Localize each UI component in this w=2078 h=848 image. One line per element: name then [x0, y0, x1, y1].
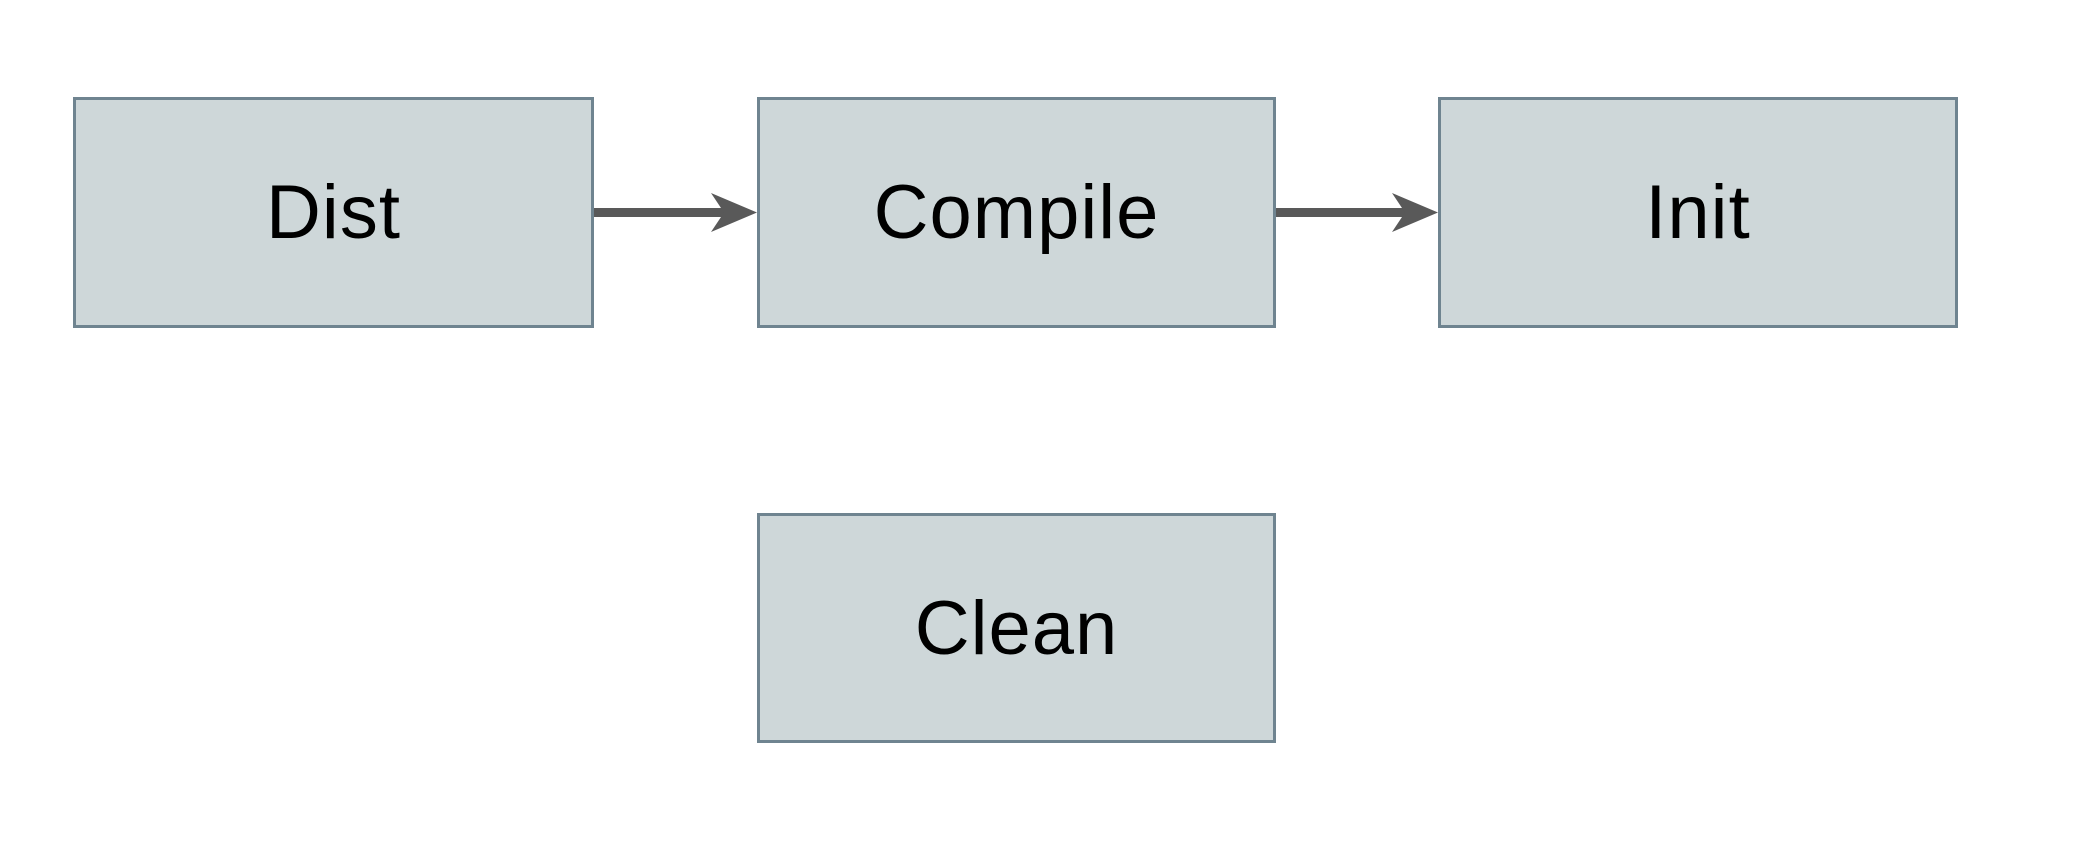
- connector-compile-init: [1276, 183, 1438, 243]
- node-clean: Clean: [757, 513, 1276, 743]
- node-init-label: Init: [1645, 170, 1751, 255]
- connector-dist-compile: [594, 183, 757, 243]
- node-compile: Compile: [757, 97, 1276, 328]
- arrow-right-icon: [594, 193, 757, 232]
- node-dist: Dist: [73, 97, 594, 328]
- arrow-right-icon: [1276, 193, 1438, 232]
- node-clean-label: Clean: [914, 585, 1119, 671]
- node-compile-label: Compile: [873, 170, 1160, 255]
- node-init: Init: [1438, 97, 1958, 328]
- node-dist-label: Dist: [266, 170, 401, 255]
